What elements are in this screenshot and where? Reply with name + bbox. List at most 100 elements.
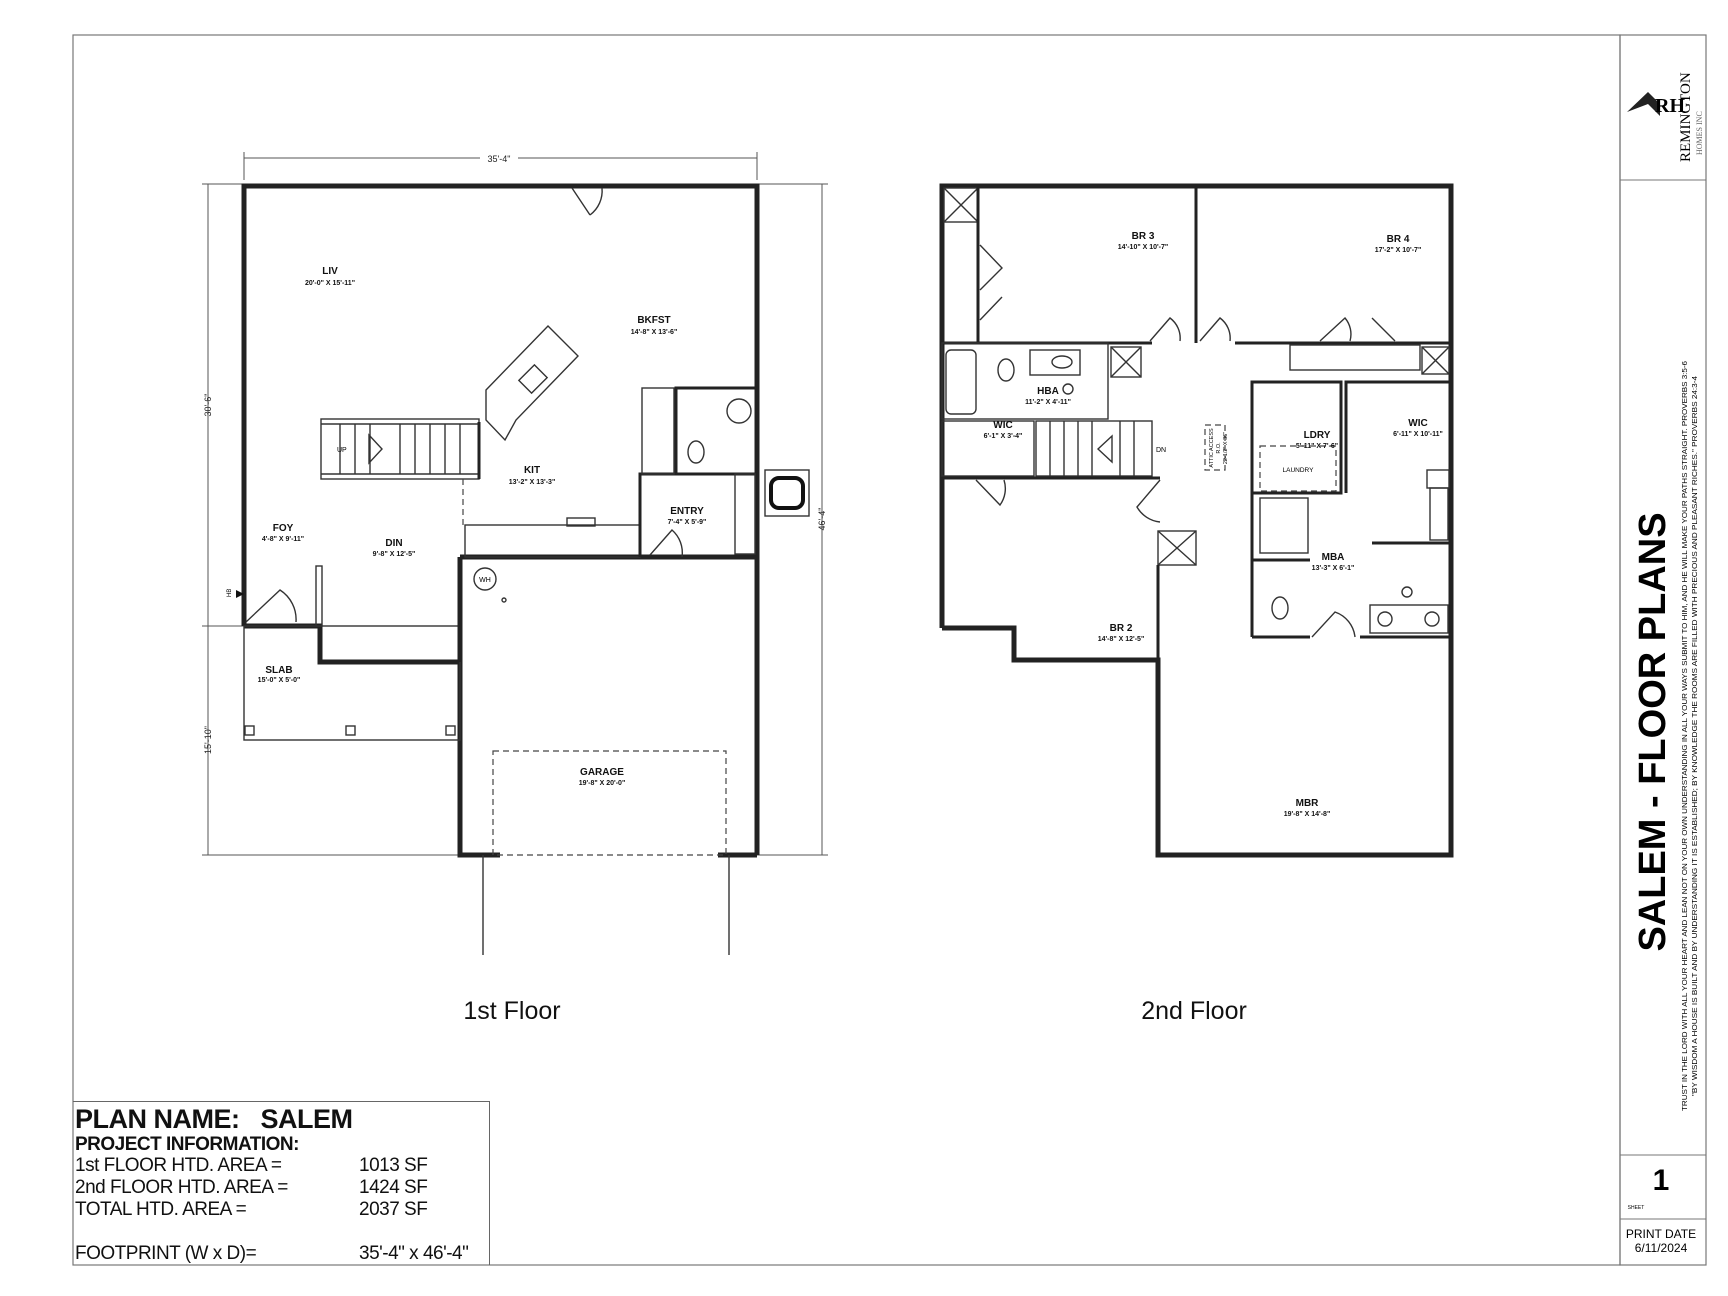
room-size-br3: 14'-10" X 10'-7": [1118, 244, 1168, 251]
garage-door: [492, 750, 727, 856]
room-size-din: 9'-8" X 12'-5": [373, 551, 416, 558]
second-floor-caption: 2nd Floor: [1141, 997, 1247, 1025]
rear-door: [571, 187, 603, 216]
room-size-liv: 20'-0" X 15'-11": [305, 280, 355, 287]
sheet-title: SALEM - FLOOR PLANS: [1632, 512, 1674, 951]
kitchen-counter: [485, 325, 579, 442]
exterior-wall: [939, 183, 1454, 858]
room-name-br3: BR 3: [1132, 231, 1155, 242]
first-floor-caption: 1st Floor: [463, 997, 560, 1025]
room-size-garage: 19'-8" X 20'-0": [579, 780, 626, 787]
bathtub: [945, 349, 977, 415]
first-floor-plan: 35'-4" 30'-6" 15'-10" 46'-4" WH UP: [202, 152, 828, 955]
room-name-foy: FOY: [273, 523, 294, 534]
company-logo: RH REMINGTON HOMES INC: [1627, 72, 1704, 162]
area-row: TOTAL HTD. AREA = 2037 SF: [75, 1199, 489, 1221]
room-size-br2: 14'-8" X 12'-5": [1098, 636, 1145, 643]
room-name-wic-master: WIC: [1408, 418, 1427, 429]
sheet-label: SHEET: [1628, 1205, 1645, 1211]
laundry-walls: [1250, 380, 1343, 560]
room-size-slab: 15'-0" X 5'-0": [258, 677, 301, 684]
exterior-wall: [241, 183, 760, 855]
area-value: 1013 SF: [359, 1155, 428, 1176]
room-name-din: DIN: [385, 538, 402, 549]
print-date: 6/11/2024: [1635, 1241, 1688, 1255]
room-name-slab: SLAB: [265, 665, 292, 676]
room-size-mbr: 19'-8" X 14'-8": [1284, 811, 1331, 818]
wic-left: [941, 420, 1035, 477]
room-size-ldry: 5'-11" X 7'-6": [1296, 443, 1338, 450]
room-size-hba: 11'-2" X 4'-11": [1025, 399, 1071, 406]
room-name-bkfst: BKFST: [637, 315, 670, 326]
room-name-mbr: MBR: [1296, 798, 1320, 809]
dim-left-lower: 15'-10": [203, 726, 213, 754]
hall-bath: [941, 342, 1109, 420]
attic-size: 22-1/2" X 36": [1223, 432, 1229, 464]
room-name-kit: KIT: [524, 465, 540, 476]
laundry-counter: [464, 524, 641, 558]
plan-name: PLAN NAME: SALEM: [75, 1104, 353, 1134]
quote-2: "BY WISDOM A HOUSE IS BUILT AND BY UNDER…: [1690, 376, 1699, 1096]
room-size-kit: 13'-2" X 13'-3": [509, 479, 556, 486]
room-size-wic-master: 6'-11" X 10'-11": [1393, 431, 1443, 438]
room-name-mba: MBA: [1322, 552, 1345, 563]
attic-ro: R.O.: [1216, 442, 1222, 454]
area-label: TOTAL HTD. AREA =: [75, 1199, 247, 1220]
area-row: 1st FLOOR HTD. AREA = 1013 SF: [75, 1155, 489, 1177]
attic-tag: ATTIC ACCESS: [1209, 428, 1215, 468]
hose-bib-tag: HB: [227, 589, 233, 597]
room-size-entry: 7'-4" X 5'-9": [668, 519, 707, 526]
room-name-entry: ENTRY: [670, 506, 704, 517]
area-label: 2nd FLOOR HTD. AREA =: [75, 1177, 288, 1198]
print-date-label: PRINT DATE: [1626, 1227, 1696, 1241]
dim-width: 35'-4": [488, 154, 511, 164]
double-vanity: [1369, 604, 1449, 634]
logo-monogram: RH: [1655, 95, 1685, 117]
room-size-foy: 4'-8" X 9'-11": [262, 536, 304, 543]
attic-access: [1204, 424, 1226, 471]
area-label: 1st FLOOR HTD. AREA =: [75, 1155, 282, 1176]
title-block: [1619, 34, 1707, 1266]
logo-name: REMINGTON: [1678, 72, 1694, 162]
area-value: 1424 SF: [359, 1177, 428, 1198]
entry-door: [649, 529, 684, 558]
room-size-br4: 17'-2" X 10'-7": [1375, 247, 1422, 254]
project-info-box: PLAN NAME: SALEM PROJECT INFORMATION: 1s…: [73, 1101, 490, 1265]
room-name-wic: WIC: [993, 420, 1012, 431]
powder-room-wall: [674, 386, 757, 474]
room-size-bkfst: 14'-8" X 13'-6": [631, 329, 678, 336]
footprint-label: FOOTPRINT (W x D)=: [75, 1243, 257, 1264]
stairs: UP: [320, 418, 481, 480]
area-value: 2037 SF: [359, 1199, 428, 1220]
kitchen-sink: [517, 363, 549, 395]
dn-tag: DN: [1156, 447, 1166, 454]
entry-wall: [638, 472, 757, 557]
room-name-br2: BR 2: [1110, 623, 1133, 634]
dim-right: 46'-4": [817, 508, 827, 531]
shower: [1259, 497, 1309, 554]
quote-1: TRUST IN THE LORD WITH ALL YOUR HEART AN…: [1680, 361, 1689, 1111]
water-heater: [473, 567, 497, 591]
footprint-row: FOOTPRINT (W x D)= 35'-4" x 46'-4": [75, 1243, 489, 1265]
stairs: [1035, 420, 1153, 477]
footprint-value: 35'-4" x 46'-4": [359, 1243, 469, 1264]
sheet-border: [72, 34, 1621, 1266]
hvac-unit: [764, 469, 810, 517]
room-size-wic: 6'-1" X 3'-4": [984, 433, 1023, 440]
up-tag: UP: [337, 447, 347, 454]
room-name-hba: HBA: [1037, 386, 1059, 397]
room-name-ldry: LDRY: [1304, 430, 1331, 441]
area-row: 2nd FLOOR HTD. AREA = 1424 SF: [75, 1177, 489, 1199]
room-name-br4: BR 4: [1387, 234, 1410, 245]
wh-tag: WH: [479, 577, 491, 584]
hose-bib-icon: [236, 590, 244, 598]
room-name-garage: GARAGE: [580, 767, 624, 778]
slab: [243, 625, 461, 741]
room-name-liv: LIV: [322, 266, 338, 277]
dimension-lines: [202, 152, 828, 856]
second-floor-plan: DN ATTIC ACCESS R.O. 22-1/2" X 36" LAUND…: [939, 183, 1454, 858]
room-size-mba: 13'-3" X 6'-1": [1312, 565, 1355, 572]
sheet-number: 1: [1653, 1164, 1670, 1197]
dim-left-upper: 30'-6": [203, 394, 213, 417]
